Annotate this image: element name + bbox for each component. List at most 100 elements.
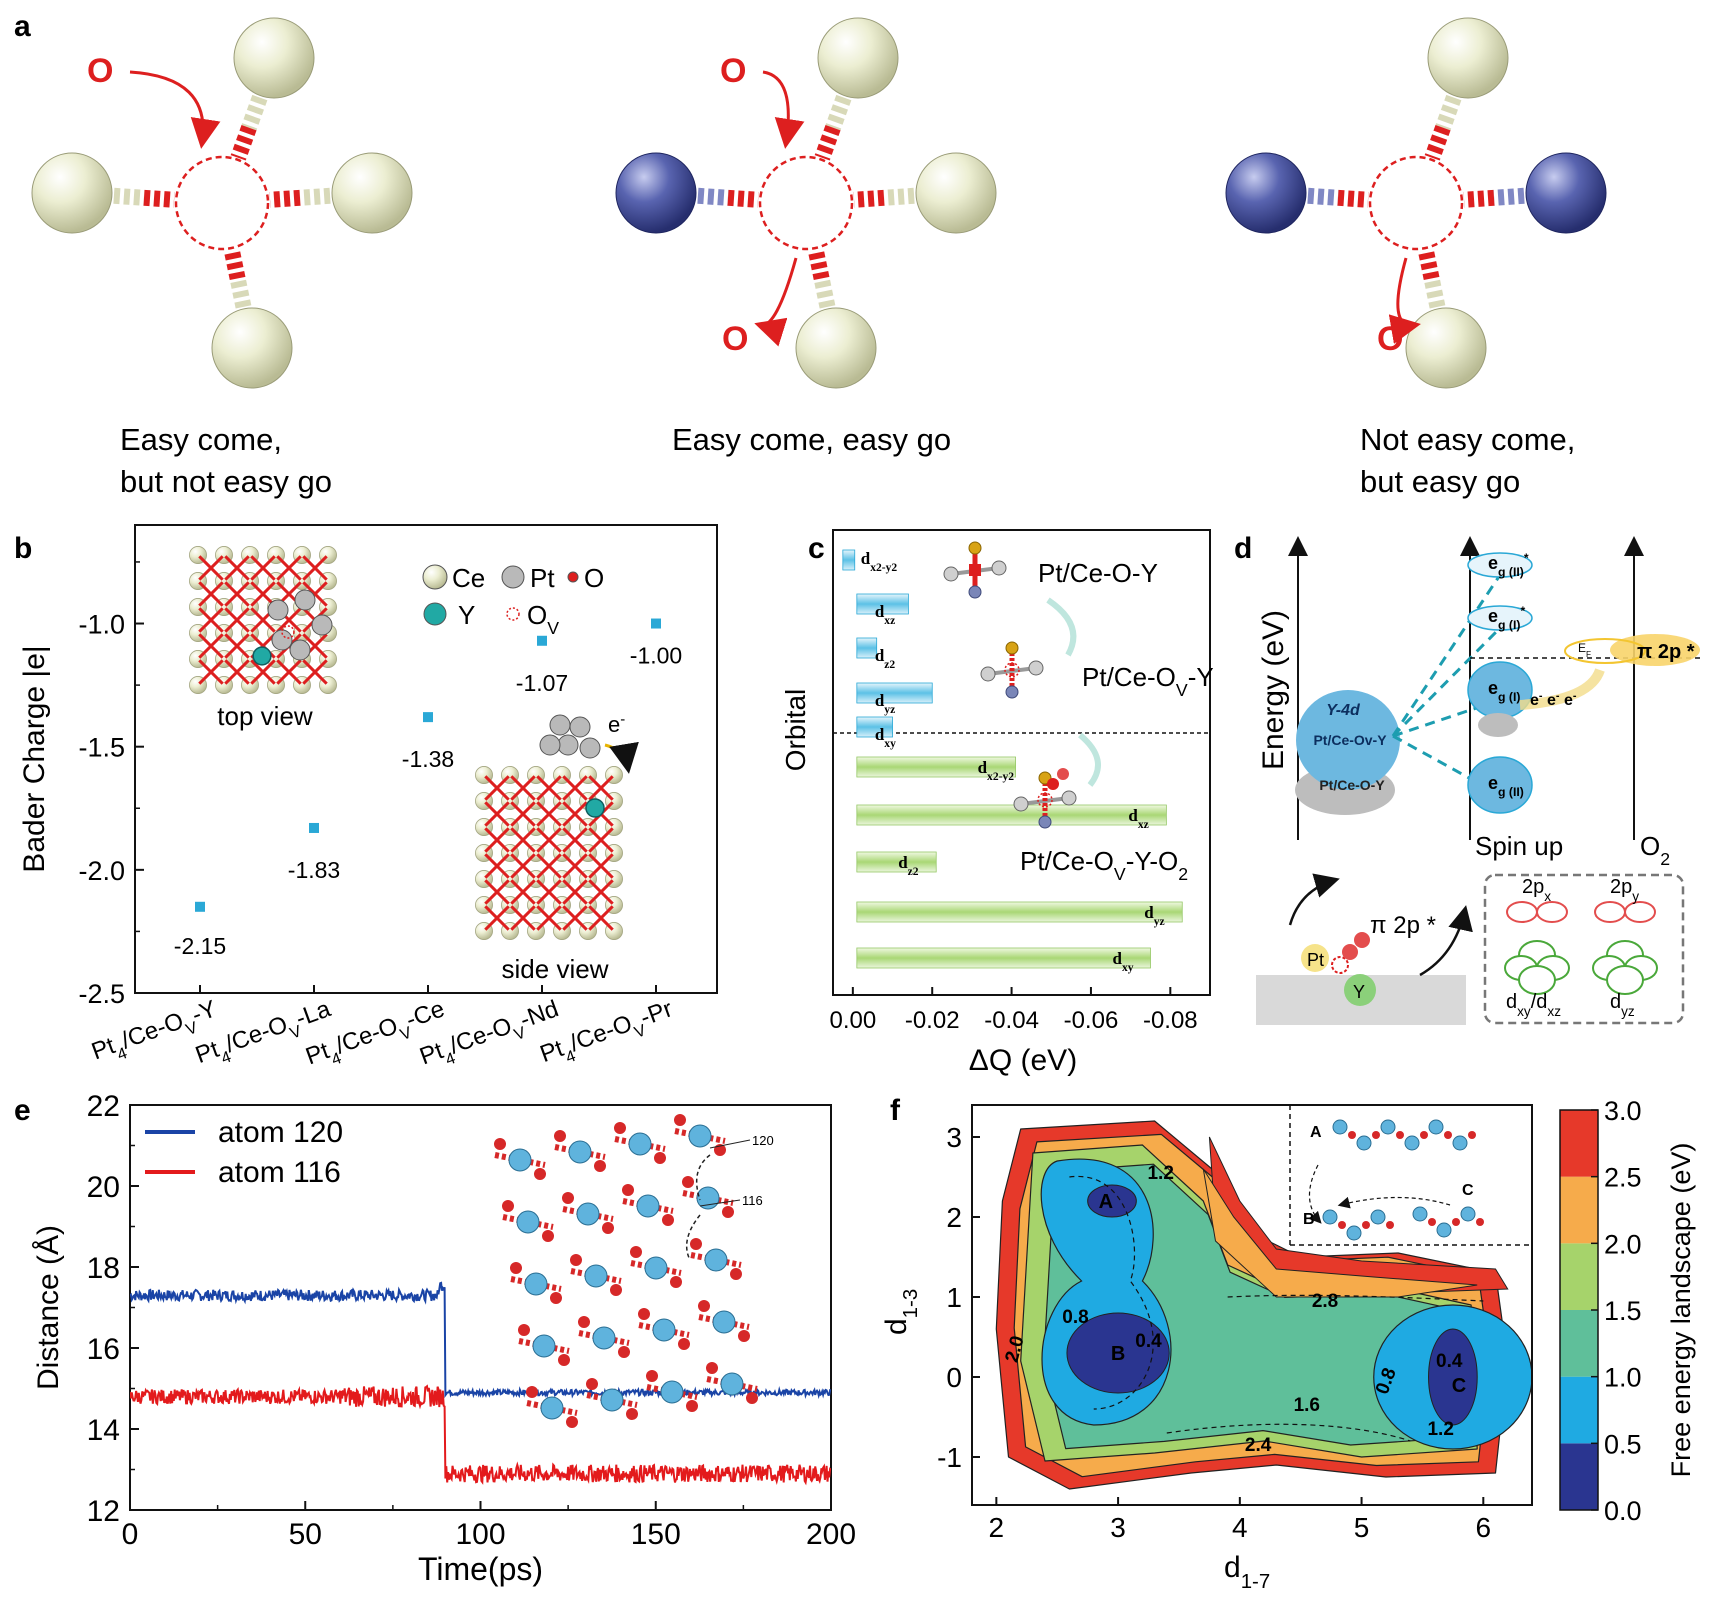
o-label-outgoing: O bbox=[722, 320, 748, 358]
legend-label-b: Pt bbox=[530, 563, 555, 593]
bond-segment bbox=[230, 124, 257, 161]
colorbar-band bbox=[1560, 1443, 1598, 1510]
ylabel-f-part: d bbox=[880, 1318, 913, 1335]
orbital-label-blue-part: d bbox=[861, 549, 871, 568]
arrow-in bbox=[129, 70, 221, 149]
orbital-dyz-label: dyz bbox=[1610, 991, 1635, 1019]
inset-f-atom bbox=[1380, 1119, 1396, 1135]
panel-label-e: e bbox=[14, 1094, 31, 1127]
level-label-3: eg (II) bbox=[1488, 773, 1524, 799]
bond-segment bbox=[1417, 248, 1440, 281]
ytick-label-e: 16 bbox=[87, 1333, 120, 1366]
inset-hop-path bbox=[685, 1154, 711, 1261]
bond-segment bbox=[113, 187, 145, 206]
inset-o-atom bbox=[562, 1192, 574, 1204]
orbital-label-blue-part: z2 bbox=[884, 658, 895, 671]
o-bond-inset bbox=[224, 581, 250, 607]
inset-o-chain bbox=[578, 1330, 630, 1346]
colorbar-tick-label: 2.0 bbox=[1604, 1229, 1642, 1259]
ylabel-e: Distance (Å) bbox=[32, 1225, 65, 1390]
orbital-dxy-label: dxy/dxz bbox=[1506, 991, 1561, 1019]
inset-f-label-a: A bbox=[1310, 1124, 1322, 1141]
o-bond-inset bbox=[224, 555, 250, 581]
pt-atom-side bbox=[557, 734, 579, 756]
orbital-bar-blue bbox=[842, 549, 856, 571]
mol-label-3-part: -Y-O bbox=[1126, 846, 1179, 876]
atom-ce bbox=[795, 307, 877, 389]
orbital-label-blue-part: xz bbox=[884, 614, 895, 627]
orbital-py-label-part: y bbox=[1632, 889, 1639, 904]
electron-label-part: e bbox=[1543, 692, 1556, 709]
level-blob bbox=[1467, 605, 1533, 631]
o-bond-inset bbox=[536, 775, 562, 801]
inset-o-atom bbox=[630, 1246, 642, 1258]
y4d-label: Y-4d bbox=[1326, 702, 1361, 719]
o-bond-inset bbox=[510, 827, 536, 853]
trace-group bbox=[130, 1281, 831, 1486]
contour-label: 0.4 bbox=[1135, 1331, 1162, 1352]
inset-o-chain bbox=[646, 1384, 698, 1400]
data-label-b: -1.00 bbox=[630, 643, 682, 669]
panel-label-a: a bbox=[14, 10, 31, 43]
contour-label: 2.8 bbox=[1312, 1291, 1338, 1312]
inset-ce-atom bbox=[660, 1380, 684, 1404]
electron-label: e- e- e- bbox=[1530, 690, 1577, 709]
inset-f-o bbox=[1386, 1221, 1394, 1229]
plot-frame-b bbox=[134, 524, 718, 994]
contour-label: 1.6 bbox=[1294, 1395, 1320, 1416]
atom-ce bbox=[1405, 307, 1487, 389]
level-label-0-part: e bbox=[1488, 553, 1498, 573]
inset-o-atom bbox=[550, 1292, 562, 1304]
ytick-label-f: -1 bbox=[937, 1442, 962, 1473]
inset-o-atom bbox=[586, 1378, 598, 1390]
o-bond-inset bbox=[198, 607, 224, 633]
pt-atom-side bbox=[569, 716, 591, 738]
inset-f-atom bbox=[1322, 1209, 1338, 1225]
inset-f-o bbox=[1444, 1131, 1452, 1139]
level-label-1-part: * bbox=[1520, 604, 1525, 618]
inset-f-atom bbox=[1370, 1209, 1386, 1225]
orbital-label-blue: dz2 bbox=[875, 646, 896, 671]
inset-top-view-label: top view bbox=[217, 701, 313, 731]
orbital-dxy-label-part: /d bbox=[1531, 991, 1548, 1013]
arrow-out bbox=[1388, 257, 1421, 344]
o2-atom bbox=[1342, 944, 1358, 960]
ytick-label-e: 18 bbox=[87, 1252, 120, 1285]
y4d-blob-blue bbox=[1296, 690, 1400, 790]
orbital-bar-blue bbox=[856, 716, 893, 738]
y-atom-side bbox=[585, 798, 605, 818]
inset-f-atom bbox=[1436, 1222, 1452, 1238]
mol-vacancy bbox=[1004, 662, 1020, 678]
o-bond-inset bbox=[536, 879, 562, 905]
fermi-label-part: E bbox=[1578, 641, 1586, 655]
orbital-px-label-part: 2p bbox=[1522, 876, 1544, 898]
bond-segment bbox=[1424, 124, 1451, 161]
category-label-b-part: /Ce-O bbox=[222, 1011, 291, 1058]
ytick-label-b: -2.0 bbox=[78, 856, 125, 886]
level-label-2: eg (I) bbox=[1488, 678, 1520, 704]
xtick-label-e: 100 bbox=[455, 1518, 505, 1551]
inset-hop bbox=[1337, 1196, 1451, 1209]
category-label-b-part: -Nd bbox=[516, 995, 562, 1034]
inset-f-o bbox=[1372, 1131, 1380, 1139]
orbital-label-blue: dx2-y2 bbox=[861, 549, 898, 574]
inset-o-chain bbox=[494, 1152, 546, 1168]
inset-o-chain bbox=[526, 1400, 578, 1416]
level-label-3-part: e bbox=[1488, 773, 1498, 793]
inset-ce-atom bbox=[532, 1334, 556, 1358]
category-label-b-part: Pt bbox=[192, 1036, 223, 1069]
inset-ce-atom bbox=[568, 1140, 592, 1164]
inset-leader bbox=[699, 1199, 741, 1207]
inset-f-atom bbox=[1412, 1206, 1428, 1222]
level-blob-gray bbox=[1478, 713, 1518, 737]
orbital-label-green-part: xz bbox=[1138, 818, 1149, 831]
colorbar-band bbox=[1560, 1376, 1598, 1444]
o-label-outgoing: O bbox=[1377, 320, 1403, 358]
xtick-label-f: 5 bbox=[1354, 1512, 1370, 1543]
electron-transfer-path bbox=[1519, 667, 1605, 710]
o-bond-inset bbox=[510, 905, 536, 931]
o-bond-inset bbox=[250, 659, 276, 685]
inset-o-atom bbox=[558, 1354, 570, 1366]
